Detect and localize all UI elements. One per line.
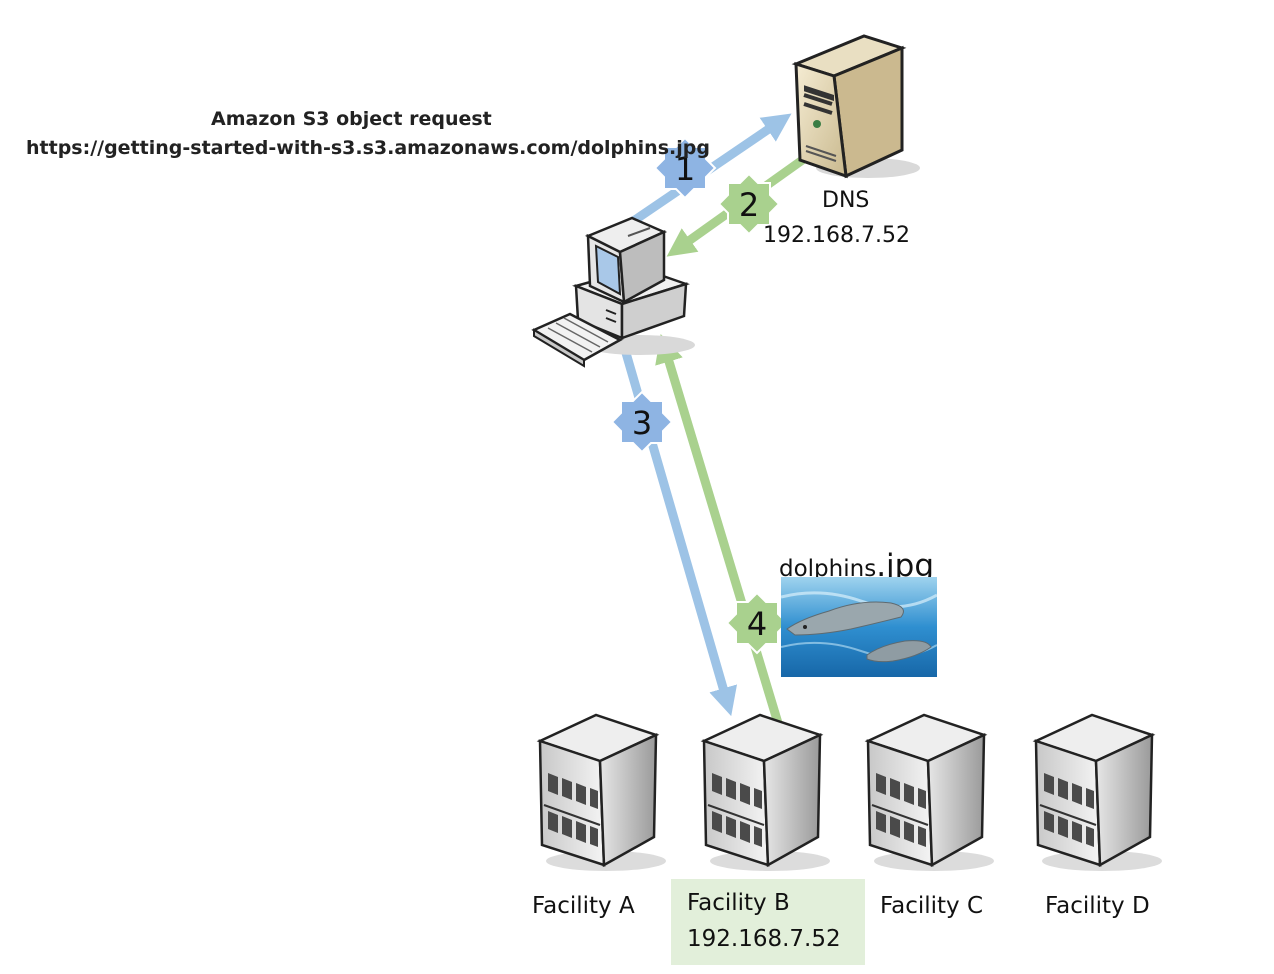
step-3-number: 3 [632, 404, 652, 442]
request-title: Amazon S3 object request [211, 108, 492, 130]
step-2-number: 2 [739, 186, 759, 224]
facility-a-label: Facility A [532, 893, 635, 919]
client-computer-icon [531, 216, 695, 368]
step-1-badge [653, 136, 717, 200]
dns-ip: 192.168.7.52 [763, 223, 910, 248]
dns-server-icon [791, 34, 920, 179]
facility-d-building-icon [1034, 713, 1164, 873]
facility-b-label: Facility B [687, 890, 790, 916]
facility-b-building-icon [702, 713, 832, 873]
facility-b-ip: 192.168.7.52 [687, 926, 841, 952]
facility-b-highlight [671, 879, 865, 965]
facility-a-building-icon [538, 713, 668, 873]
step-3-badge [610, 390, 674, 454]
facility-c-label: Facility C [880, 893, 984, 919]
step-1-number: 1 [675, 150, 695, 188]
step-2-badge [717, 172, 781, 236]
dolphins-photo [781, 577, 937, 677]
dns-label: DNS [822, 188, 870, 213]
arrow-object-response [655, 333, 786, 735]
facility-d-label: Facility D [1045, 893, 1150, 919]
request-url: https://getting-started-with-s3.s3.amazo… [26, 137, 710, 159]
step-4-badge [725, 591, 789, 655]
step-4-number: 4 [747, 605, 767, 643]
facility-c-building-icon [866, 713, 996, 873]
